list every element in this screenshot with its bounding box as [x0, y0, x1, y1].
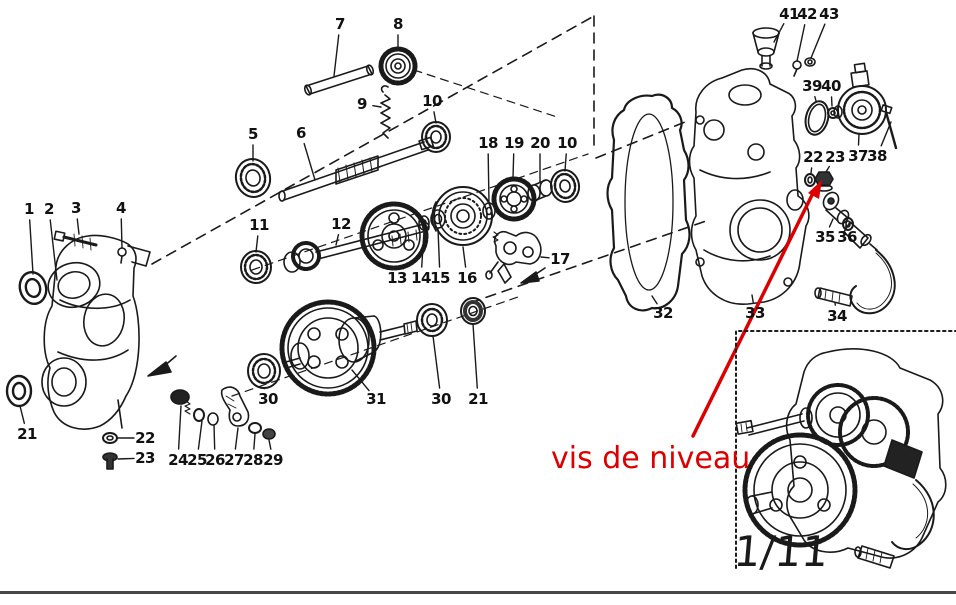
leader-line — [652, 296, 657, 304]
leader-line — [336, 235, 338, 245]
leader-line — [438, 229, 440, 267]
leader-line — [118, 458, 134, 459]
bottom-divider — [0, 591, 956, 594]
oil-seal-1 — [16, 269, 49, 307]
washer-22-bottom — [103, 433, 117, 443]
gear-19 — [494, 179, 534, 219]
leader-line — [352, 370, 369, 391]
kick-pawl-17 — [486, 232, 545, 283]
leader-line — [774, 24, 784, 42]
kickstart-parts-24-29 — [171, 387, 275, 439]
leader-line — [858, 134, 859, 145]
left-crankcase-half — [42, 235, 150, 429]
leader-line — [565, 154, 566, 171]
leader-line — [334, 35, 339, 76]
oil-pump-37 — [834, 63, 886, 134]
leader-line — [829, 219, 833, 227]
leader-line — [513, 154, 514, 178]
leader-line — [198, 421, 202, 449]
drain-screw-23-bottom — [103, 453, 117, 469]
speedo-drive-35 — [820, 190, 850, 226]
o-ring-39 — [802, 99, 832, 137]
leader-line — [304, 144, 315, 180]
level-screw-arrow — [693, 180, 822, 436]
bearing-5 — [232, 156, 273, 200]
leader-line — [797, 25, 805, 61]
gear-13 — [362, 204, 426, 268]
leader-line — [121, 219, 122, 248]
leader-line — [433, 336, 440, 388]
leader-line — [50, 220, 57, 280]
leader-line — [473, 324, 477, 388]
bolt-3 — [54, 231, 96, 250]
washer-22-level — [805, 174, 815, 186]
right-cover-33 — [690, 69, 809, 304]
bearing-10-lower — [548, 168, 581, 204]
leader-line — [269, 440, 271, 449]
level-screw-annotation: vis de niveau — [551, 441, 751, 476]
clip-42 — [793, 61, 801, 76]
cable-and-connector-34 — [815, 222, 895, 313]
leader-line — [373, 106, 381, 107]
bearing-30-left — [248, 354, 280, 388]
main-shaft-6 — [279, 137, 433, 201]
leader-line — [752, 295, 753, 302]
bolt-40 — [828, 108, 838, 118]
leader-line — [254, 434, 255, 449]
leader-line — [488, 154, 489, 203]
leader-line — [815, 97, 816, 101]
kickstart-direction-arrow — [148, 356, 176, 376]
leader-line — [403, 263, 407, 269]
leader-line — [214, 425, 215, 449]
leader-line — [77, 219, 79, 234]
return-spring-9 — [381, 86, 390, 138]
oil-seal-21-right — [461, 298, 485, 324]
leader-line — [811, 24, 825, 58]
leader-line — [422, 231, 424, 267]
dashed-guide-lines — [152, 16, 706, 396]
leader-line — [811, 168, 812, 173]
leader-line — [20, 406, 24, 423]
oil-filler-cap-41 — [753, 28, 779, 69]
leader-line — [179, 406, 181, 449]
washer-14 — [419, 216, 429, 230]
bearing-30-right — [417, 304, 447, 336]
leader-line — [463, 247, 466, 267]
bearing-10-upper — [422, 122, 450, 152]
leader-line — [256, 236, 258, 252]
plug-4 — [118, 248, 126, 263]
leader-line — [826, 166, 829, 172]
clutch-drum-16 — [432, 187, 492, 245]
leader-line — [881, 122, 891, 146]
inset-box-border — [736, 331, 956, 568]
leader-line — [235, 428, 238, 449]
oil-seal-21-left — [7, 376, 31, 406]
gasket-32 — [608, 95, 690, 311]
leader-lines — [20, 24, 891, 459]
gear-8 — [381, 49, 415, 83]
inset-page-label: 1/11 — [731, 527, 831, 576]
leader-line — [30, 220, 33, 274]
bearing-11 — [241, 251, 271, 283]
leader-line — [541, 257, 549, 258]
pump-screw-38 — [881, 105, 896, 148]
inset-assembled-gearbox — [736, 349, 946, 568]
kick-shaft-7 — [304, 64, 375, 95]
output-gear-assembly-31 — [282, 302, 417, 394]
washer-43 — [805, 58, 815, 66]
leader-line — [434, 112, 436, 123]
